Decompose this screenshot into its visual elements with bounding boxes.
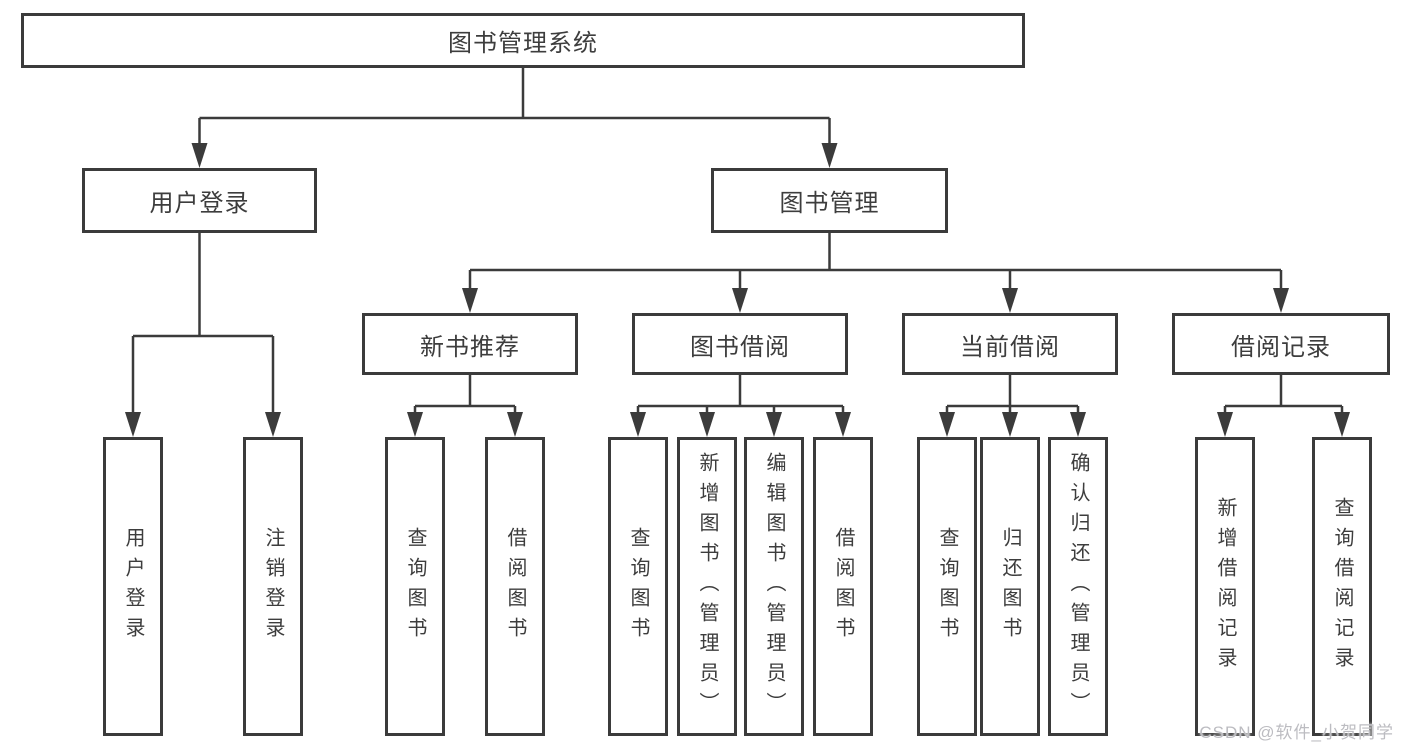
node-borrow-records-label: 借阅记录 [1231,333,1331,361]
arrowhead [507,412,523,437]
leaf-borrow-add-books-admin-label: 新增图书（管理员） [696,451,718,722]
arrowhead [1002,412,1018,437]
node-user-login-label: 用户登录 [149,190,250,217]
leaf-borrow-edit-books-admin: 编辑图书（管理员） [744,437,804,736]
arrowhead [1070,412,1086,437]
leaf-current-confirm-return-admin-label: 确认归还（管理员） [1067,451,1089,722]
leaf-current-query-books: 查询图书 [917,437,977,736]
leaf-current-return-books-label: 归还图书 [999,526,1021,647]
arrowhead [821,143,838,168]
connector-book-mgmt [462,233,1289,313]
leaf-recommend-borrow-books-label: 借阅图书 [504,526,526,647]
leaf-user-login-label: 用户登录 [122,526,144,647]
connector-root [191,68,838,168]
leaf-current-confirm-return-admin: 确认归还（管理员） [1048,437,1108,736]
arrowhead [630,412,646,437]
leaf-borrow-edit-books-admin-label: 编辑图书（管理员） [763,451,785,722]
node-library-system: 图书管理系统 [21,13,1025,68]
node-book-mgmt: 图书管理 [711,168,948,233]
arrowhead [265,412,281,437]
leaf-recommend-query-books: 查询图书 [385,437,445,736]
arrowhead [835,412,851,437]
connector-borrow-records [1217,375,1350,437]
arrowhead [1002,288,1018,313]
node-current-borrow: 当前借阅 [902,313,1118,375]
arrowhead [1217,412,1233,437]
node-current-borrow-label: 当前借阅 [960,333,1060,361]
node-new-books: 新书推荐 [362,313,578,375]
leaf-records-add-record-label: 新增借阅记录 [1214,496,1236,677]
leaf-borrow-add-books-admin: 新增图书（管理员） [677,437,737,736]
leaf-current-return-books: 归还图书 [980,437,1040,736]
leaf-borrow-borrow-books-label: 借阅图书 [832,526,854,647]
arrowhead [1273,288,1289,313]
connector-new-books [407,375,523,437]
node-borrow-records: 借阅记录 [1172,313,1390,375]
arrowhead [732,288,748,313]
node-new-books-label: 新书推荐 [420,333,520,361]
arrowhead [766,412,782,437]
node-book-mgmt-label: 图书管理 [779,190,880,217]
leaf-user-login: 用户登录 [103,437,163,736]
arrowhead [699,412,715,437]
csdn-watermark: CSDN @软件_小贺同学 [1199,723,1394,742]
connector-current-borrow [939,375,1086,437]
connector-user-login [125,233,281,437]
node-library-system-label: 图书管理系统 [448,30,598,57]
arrowhead [939,412,955,437]
leaf-records-query-record: 查询借阅记录 [1312,437,1372,736]
leaf-records-add-record: 新增借阅记录 [1195,437,1255,736]
arrowhead [191,143,208,168]
arrowhead [462,288,478,313]
leaf-recommend-borrow-books: 借阅图书 [485,437,545,736]
leaf-logout: 注销登录 [243,437,303,736]
leaf-borrow-query-books-label: 查询图书 [627,526,649,647]
leaf-current-query-books-label: 查询图书 [936,526,958,647]
leaf-borrow-query-books: 查询图书 [608,437,668,736]
node-user-login: 用户登录 [82,168,317,233]
node-book-borrow: 图书借阅 [632,313,848,375]
arrowhead [125,412,141,437]
arrowhead [407,412,423,437]
connector-book-borrow [630,375,851,437]
node-book-borrow-label: 图书借阅 [690,333,790,361]
arrowhead [1334,412,1350,437]
leaf-borrow-borrow-books: 借阅图书 [813,437,873,736]
leaf-records-query-record-label: 查询借阅记录 [1331,496,1353,677]
leaf-recommend-query-books-label: 查询图书 [404,526,426,647]
leaf-logout-label: 注销登录 [262,526,284,647]
